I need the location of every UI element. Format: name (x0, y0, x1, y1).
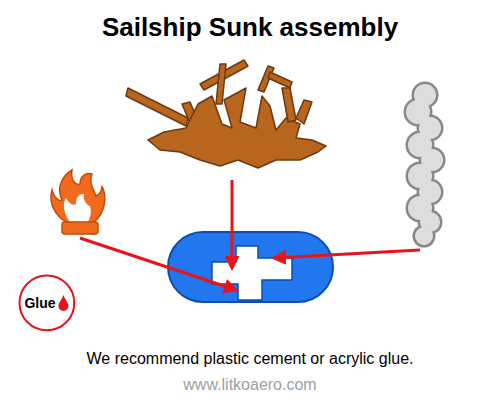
caption: We recommend plastic cement or acrylic g… (0, 350, 500, 368)
flame (51, 170, 105, 234)
assembly-arrows (80, 180, 420, 290)
base-slot (212, 246, 292, 300)
title: Sailship Sunk assembly (0, 12, 500, 43)
glue-badge: Glue (18, 274, 76, 332)
glue-drop (59, 295, 69, 311)
watermark: www.litkoaero.com (0, 376, 500, 394)
base-plate (168, 232, 333, 302)
glue-label: Glue (24, 295, 55, 311)
ship-wreck (126, 60, 326, 168)
smoke (405, 83, 444, 246)
